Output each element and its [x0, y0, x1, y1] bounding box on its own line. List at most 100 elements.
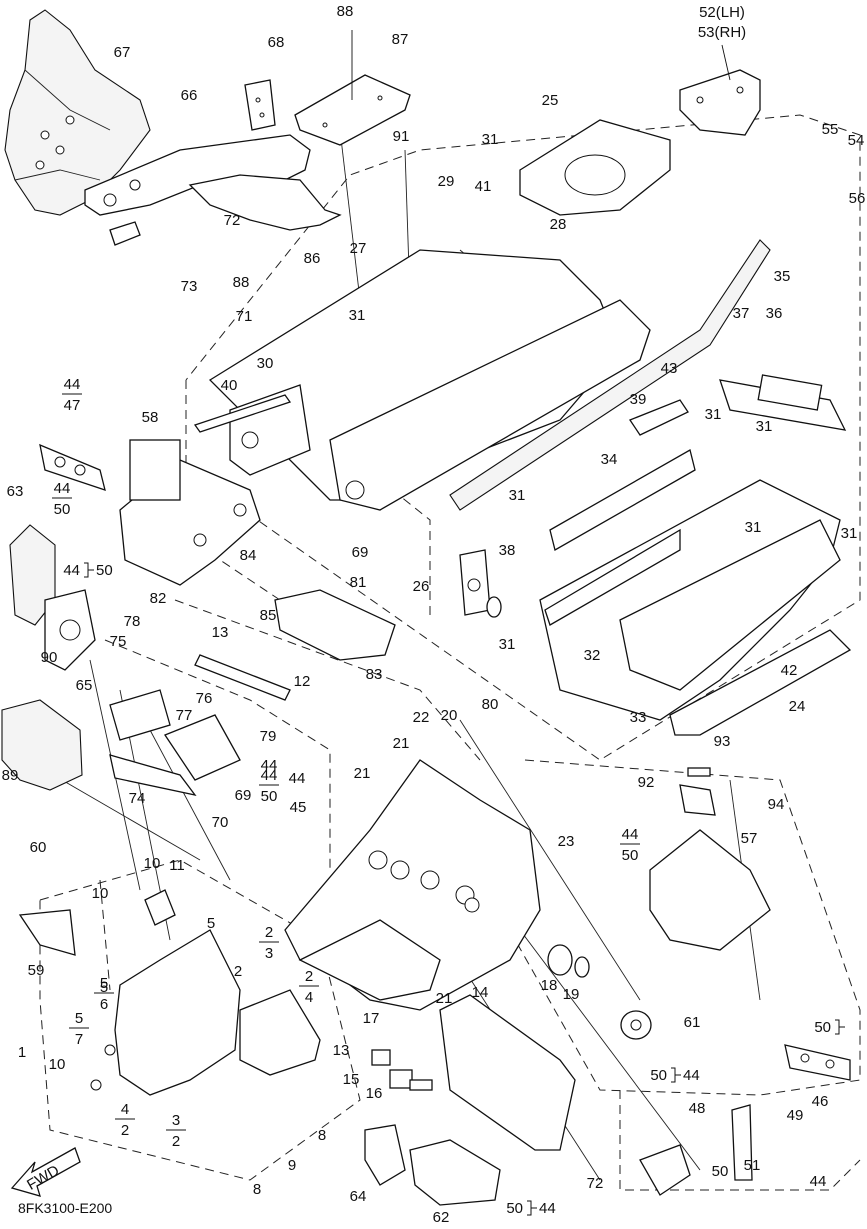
callout-c42: 42 — [781, 662, 798, 679]
fraction-bottom: 4 — [305, 989, 313, 1006]
callout-c38: 38 — [499, 542, 516, 559]
plate-83 — [274, 589, 396, 661]
bracket-left: 50 — [506, 1200, 523, 1217]
fraction-f5-6: 56 — [94, 975, 114, 1013]
bar-12 — [194, 654, 291, 701]
callout-c8b: 8 — [253, 1181, 261, 1198]
bracket-40 — [193, 394, 292, 433]
callout-c70: 70 — [212, 814, 229, 831]
fraction-bottom: 2 — [121, 1122, 129, 1139]
callout-c31b: 31 — [349, 307, 366, 324]
bracket-right: 44 — [683, 1067, 700, 1084]
callout-c48: 48 — [689, 1100, 706, 1117]
callout-c79: 79 — [260, 728, 277, 745]
washer-38 — [486, 596, 502, 618]
callout-c69b: 69 — [235, 787, 252, 804]
cover-58 — [119, 439, 261, 586]
callout-c53: 53(RH) — [698, 24, 746, 41]
callout-c61: 61 — [684, 1014, 701, 1031]
callout-c90: 90 — [41, 649, 58, 666]
callout-c80: 80 — [482, 696, 499, 713]
plate-74 — [109, 754, 197, 796]
bracket-right: 50 — [96, 562, 113, 579]
bracket-mark — [835, 1019, 845, 1035]
callout-c20: 20 — [441, 707, 458, 724]
callout-c18: 18 — [541, 977, 558, 994]
front-bracket-1 — [90, 929, 321, 1096]
cover-65 — [44, 589, 96, 671]
callout-c26: 26 — [413, 578, 430, 595]
callout-c73: 73 — [181, 278, 198, 295]
callout-c10c: 10 — [49, 1056, 66, 1073]
bracket-ref-b44-50a: 44 50 — [63, 562, 112, 579]
bracket-left: 50 — [814, 1019, 831, 1036]
fraction-top: 2 — [305, 968, 313, 985]
fraction-bottom: 50 — [261, 788, 278, 805]
fraction-f2-3: 23 — [259, 924, 279, 962]
fraction-top: 5 — [100, 975, 108, 992]
callout-c28: 28 — [550, 216, 567, 233]
bracket-52-53 — [679, 44, 761, 136]
callout-c54: 54 — [848, 132, 865, 149]
callout-c17: 17 — [363, 1010, 380, 1027]
callout-c57: 57 — [741, 830, 758, 847]
seal-18 — [547, 944, 590, 978]
callout-c23: 23 — [558, 833, 575, 850]
rail-32 — [544, 528, 681, 626]
fraction-bottom: 47 — [64, 397, 81, 414]
bracket-25 — [519, 119, 671, 216]
callout-c62: 62 — [433, 1209, 450, 1226]
callout-c67: 67 — [114, 44, 131, 61]
bracket-76 — [164, 714, 241, 781]
callout-c66: 66 — [181, 87, 198, 104]
callout-c77: 77 — [176, 707, 193, 724]
callout-c10a: 10 — [144, 855, 161, 872]
callout-c36: 36 — [766, 305, 783, 322]
bracket-left: 44 — [63, 562, 80, 579]
callout-c39: 39 — [630, 391, 647, 408]
hub-61 — [620, 1010, 652, 1040]
callout-c55: 55 — [822, 121, 839, 138]
callout-c25: 25 — [542, 92, 559, 109]
plate-26 — [459, 549, 491, 616]
callout-c31a: 31 — [482, 131, 499, 148]
callout-c15: 15 — [343, 1071, 360, 1088]
callout-c5b: 5 — [100, 979, 108, 996]
callout-c44b: 44 — [289, 770, 306, 787]
callout-c92: 92 — [638, 774, 655, 791]
rail-34 — [549, 449, 696, 551]
fraction-top: 44 — [64, 376, 81, 393]
callout-c35: 35 — [774, 268, 791, 285]
bracket-49 — [731, 1104, 753, 1181]
callout-c83: 83 — [366, 666, 383, 683]
bracket-mark — [671, 1067, 681, 1083]
callout-c32: 32 — [584, 647, 601, 664]
covers-64-62 — [364, 1124, 501, 1206]
bracket-46 — [784, 1044, 851, 1081]
callout-c89: 89 — [2, 767, 19, 784]
fraction-f4-2: 42 — [115, 1101, 135, 1139]
fwd-arrow: FWD — [10, 1147, 81, 1197]
callout-c37: 37 — [733, 305, 750, 322]
cover-11 — [144, 889, 176, 926]
callout-c12: 12 — [294, 673, 311, 690]
callout-c82: 82 — [150, 590, 167, 607]
fraction-bottom: 50 — [54, 501, 71, 518]
fraction-bottom: 3 — [265, 945, 273, 962]
callout-c52: 52(LH) — [699, 4, 745, 21]
callout-c64: 64 — [350, 1188, 367, 1205]
callout-c76: 76 — [196, 690, 213, 707]
fraction-top: 44 — [261, 767, 278, 784]
callout-c72b: 72 — [587, 1175, 604, 1192]
callout-c58: 58 — [142, 409, 159, 426]
callout-c29: 29 — [438, 173, 455, 190]
callout-c87: 87 — [392, 31, 409, 48]
callout-c68: 68 — [268, 34, 285, 51]
grille-14 — [439, 994, 576, 1151]
callout-c31c: 31 — [705, 406, 722, 423]
bar-35 — [719, 374, 847, 431]
main-tunnel-frame — [208, 249, 651, 511]
